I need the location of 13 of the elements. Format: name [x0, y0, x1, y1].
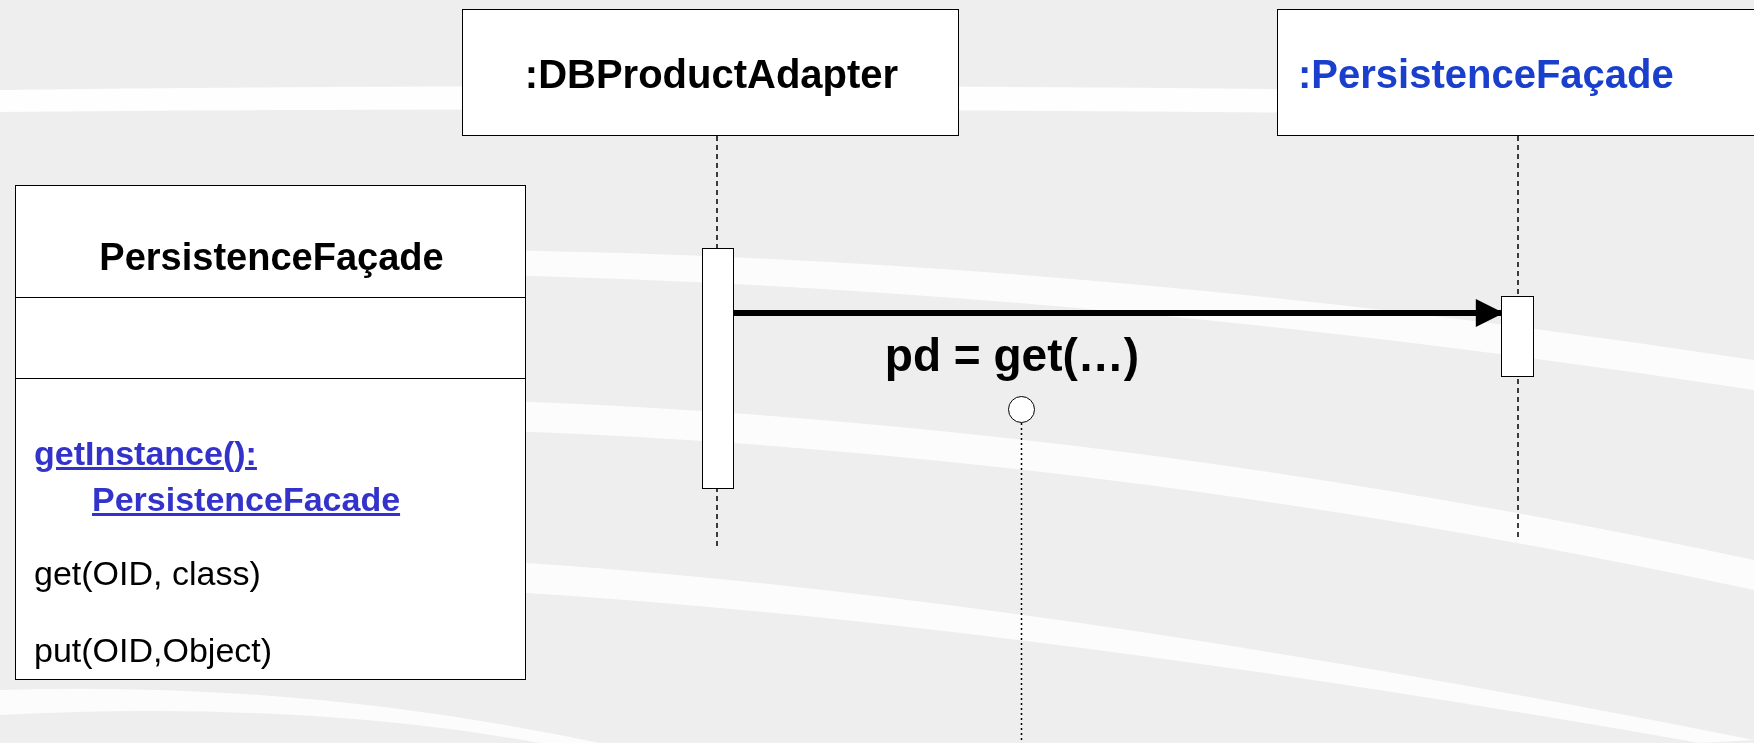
method-text: put(OID,Object): [34, 631, 273, 671]
dotted-line: [1020, 422, 1023, 743]
object-name: :PersistenceFaçade: [1298, 50, 1674, 97]
method-text: getInstance(): PersistenceFacade: [34, 433, 402, 520]
edge-label: pd = get(…): [884, 329, 1140, 382]
activation-bar: [702, 248, 734, 489]
lifeline-head: [1277, 9, 1754, 136]
class-name: PersistenceFaçade: [99, 236, 444, 280]
activation-bar: [1501, 296, 1534, 377]
lifeline-head: [462, 9, 959, 136]
method-text: get(OID, class): [34, 554, 261, 594]
class-box: [15, 185, 526, 680]
object-name: :DBProductAdapter: [524, 50, 899, 97]
